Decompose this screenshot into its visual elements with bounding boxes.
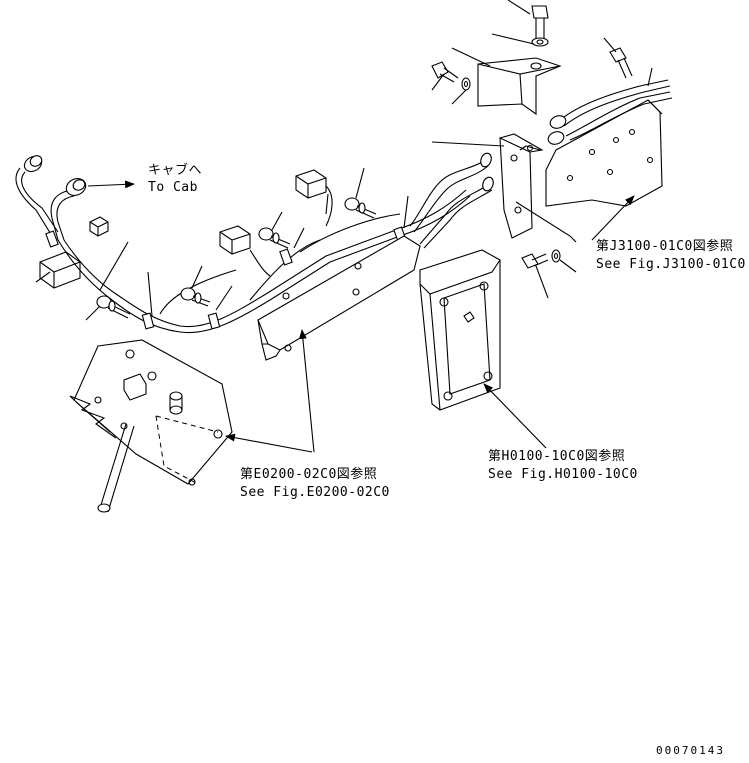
right-plate	[545, 99, 663, 207]
upper-bracket	[477, 57, 562, 116]
ref-j3100-label-jp: 第J3100-01C0図参照	[596, 239, 734, 254]
ref-h0100-label-jp: 第H0100-10C0図参照	[488, 449, 626, 464]
ref-e0200-label-jp: 第E0200-02C0図参照	[240, 467, 378, 482]
vertical-bracket	[499, 133, 544, 239]
ref-e0200-label-en: See Fig.E0200-02C0	[240, 485, 390, 500]
main-harness	[57, 189, 471, 334]
cab-connector-group	[15, 155, 135, 241]
harness-bracket	[257, 235, 421, 361]
connector-blocks	[219, 169, 333, 277]
ref-h0100-label-en: See Fig.H0100-10C0	[488, 467, 638, 482]
side-bolt	[431, 61, 471, 91]
reference-arrows	[225, 195, 635, 453]
harness-bolts	[96, 197, 377, 319]
left-clamp	[39, 216, 109, 289]
to-cab-label-jp: キャブへ	[148, 163, 203, 178]
tall-panel	[419, 249, 501, 411]
lower-bolt	[521, 249, 561, 269]
hose-lines	[409, 152, 494, 249]
right-connectors	[547, 47, 673, 145]
to-cab-label-en: To Cab	[148, 180, 198, 195]
leader-lines	[35, 0, 653, 321]
base-plate	[69, 339, 233, 513]
top-bolt	[531, 5, 549, 47]
drawing-number: 00070143	[656, 744, 725, 757]
ref-j3100-label-en: See Fig.J3100-01C0	[596, 257, 746, 272]
